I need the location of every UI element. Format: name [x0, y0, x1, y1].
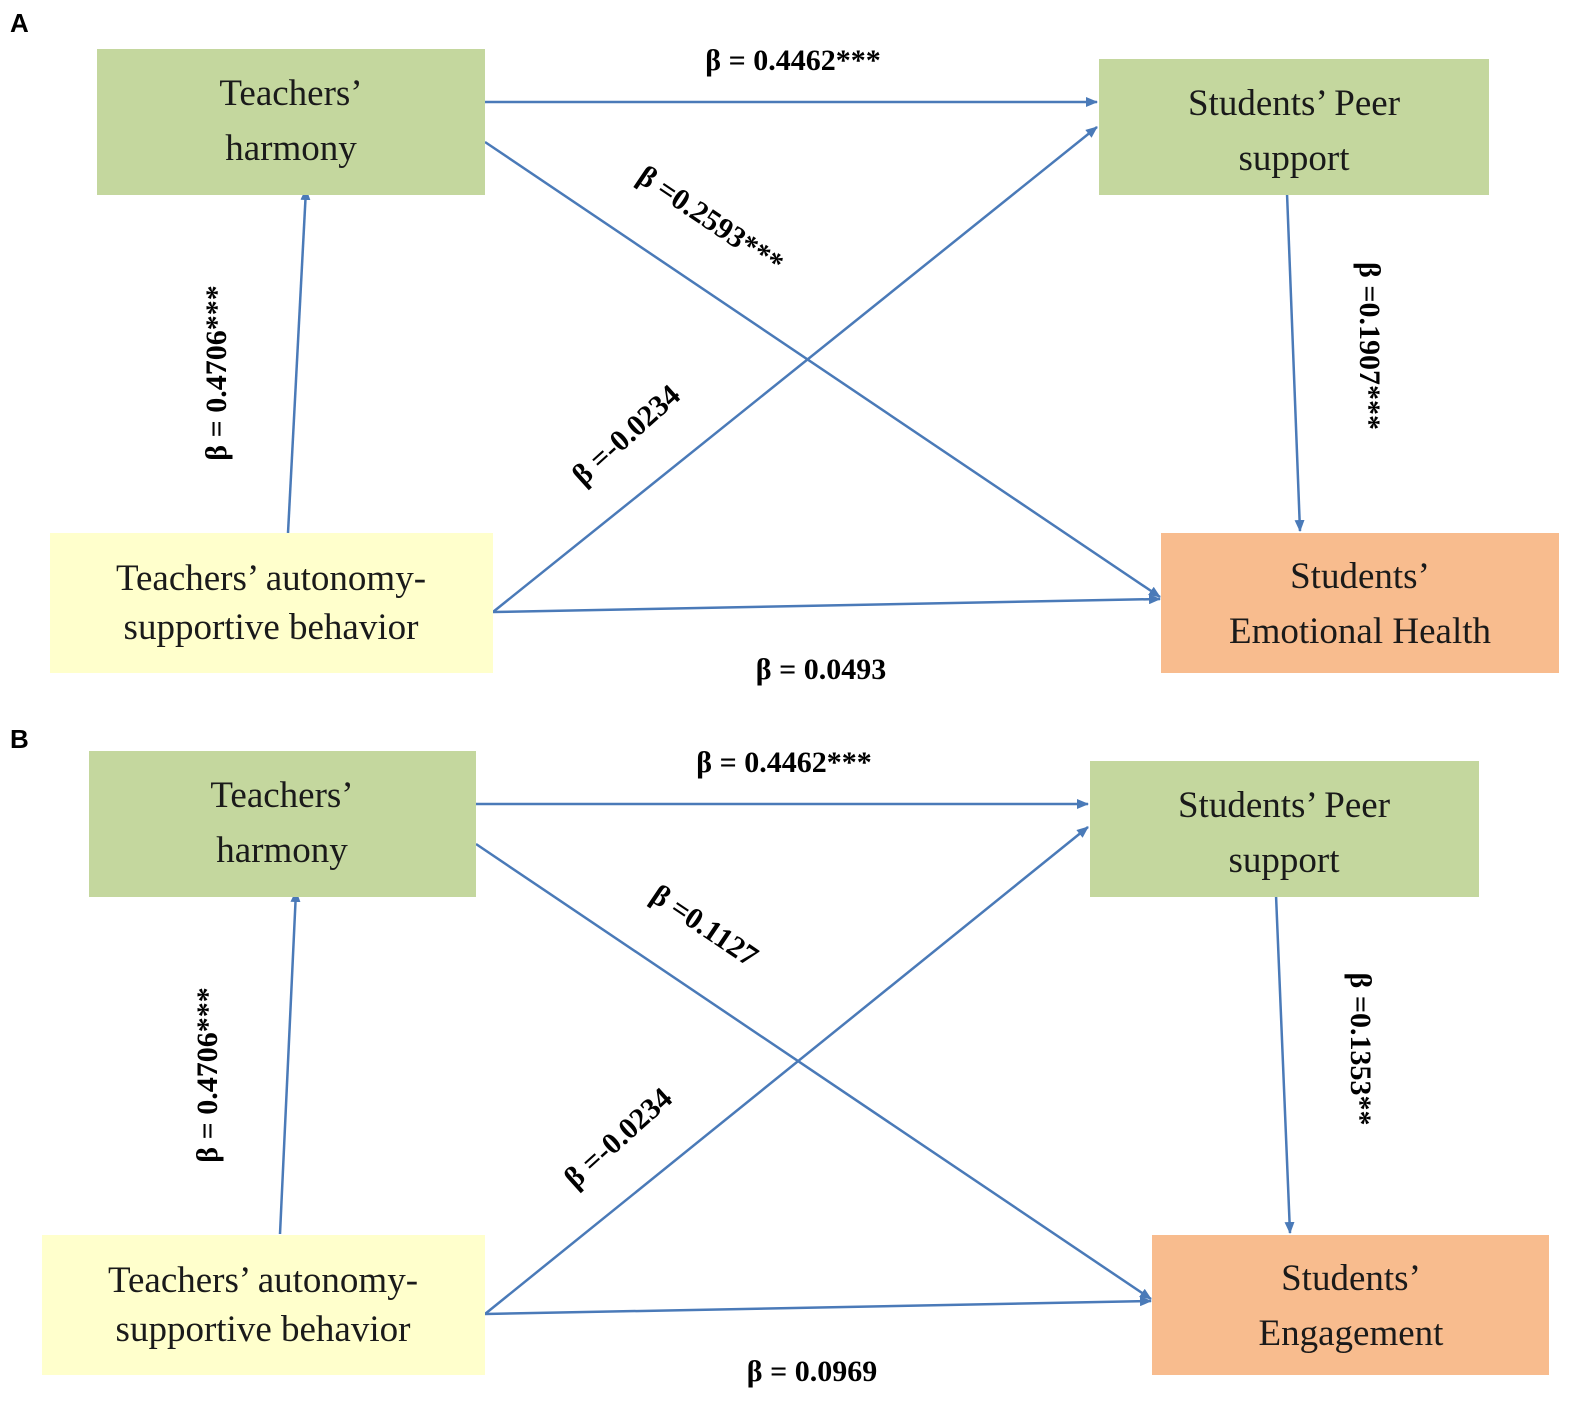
panel-a-beta-autonomy-to-peer: β =-0.0234: [566, 378, 687, 491]
panel-b-arrow-autonomy-to-harmony: [278, 890, 301, 1235]
panel-a-peer-label-line2: support: [1239, 138, 1351, 179]
panel-a-arrow-harmony-to-outcome: [484, 140, 1161, 599]
panel-a-autonomy-label-line2: supportive behavior: [124, 607, 419, 648]
panel-b-beta-autonomy-to-harmony: β = 0.4706***: [191, 987, 224, 1162]
panel-a-beta-harmony-to-outcome: β =0.2593***: [632, 159, 790, 280]
panel-a-peer-box: [1099, 59, 1489, 195]
panel-b: B Teachers’ harmony Students’ Peer suppo…: [10, 724, 1549, 1388]
panel-b-outcome-label-line1: Students’: [1281, 1258, 1421, 1299]
panel-b-outcome-label-line2: Engagement: [1259, 1313, 1445, 1354]
panel-b-beta-autonomy-to-peer: β =-0.0234: [558, 1081, 679, 1194]
panel-b-arrow-autonomy-to-outcome: [484, 1296, 1152, 1316]
panel-b-beta-autonomy-to-outcome: β = 0.0969: [747, 1355, 877, 1388]
panel-b-autonomy-box: [42, 1235, 485, 1375]
panel-a-outcome-label-line2: Emotional Health: [1229, 611, 1492, 652]
panel-a-letter: A: [10, 8, 29, 38]
panel-a-peer-label-line1: Students’ Peer: [1188, 83, 1400, 124]
panel-b-arrow-peer-to-outcome: [1274, 894, 1295, 1234]
panel-a-outcome-label-line1: Students’: [1290, 556, 1430, 597]
panel-a-beta-autonomy-to-outcome: β = 0.0493: [756, 653, 886, 686]
panel-a-arrow-autonomy-to-outcome: [492, 594, 1161, 614]
panel-b-peer-label-line1: Students’ Peer: [1178, 785, 1390, 826]
panel-b-beta-harmony-to-peer: β = 0.4462***: [696, 746, 871, 779]
panel-a-arrow-peer-to-outcome: [1285, 192, 1305, 532]
panel-b-arrow-harmony-to-outcome: [475, 842, 1152, 1301]
panel-b-beta-harmony-to-outcome: β =0.1127: [645, 878, 764, 973]
panel-b-peer-label-line2: support: [1229, 840, 1341, 881]
panel-a-beta-autonomy-to-harmony: β = 0.4706***: [200, 285, 233, 460]
panel-b-arrow-autonomy-to-peer: [484, 826, 1089, 1315]
panel-a-arrow-autonomy-to-harmony: [286, 188, 311, 534]
panel-b-outcome-box: [1152, 1235, 1549, 1375]
panel-a-harmony-label-line1: Teachers’: [219, 73, 362, 114]
panel-a-harmony-box: [97, 49, 485, 195]
panel-a-autonomy-box: [50, 533, 493, 673]
panel-b-letter: B: [10, 724, 29, 754]
panel-b-autonomy-label-line2: supportive behavior: [116, 1309, 411, 1350]
panel-a-beta-harmony-to-peer: β = 0.4462***: [705, 44, 880, 77]
panel-a: A Teachers’ harmony Students’ Peer suppo…: [10, 8, 1559, 686]
panel-b-harmony-label-line1: Teachers’: [210, 775, 353, 816]
panel-a-arrow-autonomy-to-peer: [492, 126, 1098, 613]
panel-a-harmony-label-line2: harmony: [225, 128, 357, 169]
panel-b-harmony-box: [89, 751, 476, 897]
panel-a-autonomy-label-line1: Teachers’ autonomy-: [116, 558, 426, 599]
panel-b-beta-peer-to-outcome: β =0.1353**: [1344, 973, 1377, 1126]
panel-a-outcome-box: [1161, 533, 1559, 673]
panel-b-harmony-label-line2: harmony: [216, 830, 348, 871]
panel-b-autonomy-label-line1: Teachers’ autonomy-: [108, 1260, 418, 1301]
panel-a-beta-peer-to-outcome: β =0.1907***: [1353, 262, 1386, 430]
panel-b-peer-box: [1090, 761, 1479, 897]
